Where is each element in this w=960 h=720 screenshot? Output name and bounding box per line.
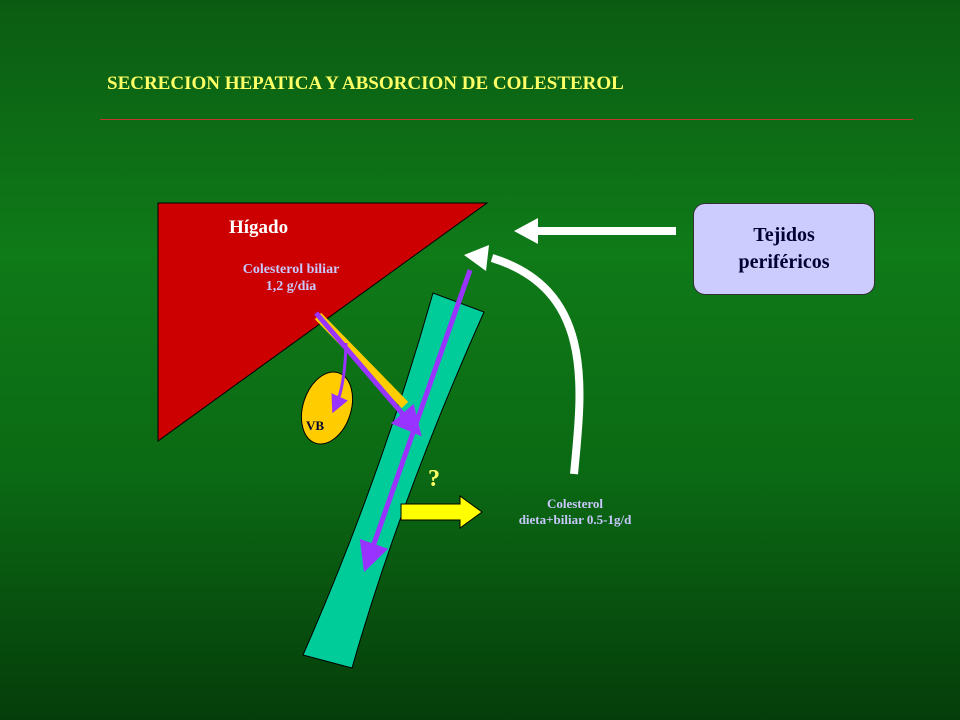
diagram-title: SECRECION HEPATICA Y ABSORCION DE COLEST… — [107, 73, 624, 94]
bile-secretion-line2: 1,2 g/día — [265, 279, 317, 294]
absorption-arrow — [400, 495, 483, 529]
intestine-shape — [302, 292, 485, 669]
absorption-return-arrow-head — [464, 245, 489, 271]
gallbladder-shape — [300, 371, 354, 445]
gallbladder-flow-arrow — [331, 342, 348, 414]
bile-secretion-line1: Colesterol biliar — [242, 262, 340, 277]
bile-flow-arrow — [314, 311, 422, 437]
intestinal-flow-arrow — [359, 269, 473, 573]
absorption-label: Colesterol dieta+biliar 0.5-1g/d — [480, 496, 670, 528]
tissue-return-arrow-head — [514, 218, 538, 244]
absorption-line2: dieta+biliar 0.5-1g/d — [518, 512, 632, 527]
gallbladder-label: VB — [306, 418, 325, 433]
absorption-return-arrow-shaft — [490, 254, 584, 475]
question-mark: ? — [428, 466, 440, 492]
liver-label: Hígado — [229, 217, 289, 238]
absorption-line1: Colesterol — [546, 496, 604, 511]
title-divider — [100, 119, 913, 120]
peripheral-tissues-line1: Tejidos — [753, 224, 815, 246]
peripheral-tissues-line2: periféricos — [738, 251, 830, 273]
peripheral-tissues-box: Tejidos periféricos — [693, 203, 875, 295]
bile-secretion-label: Colesterol biliar 1,2 g/día — [211, 261, 371, 295]
